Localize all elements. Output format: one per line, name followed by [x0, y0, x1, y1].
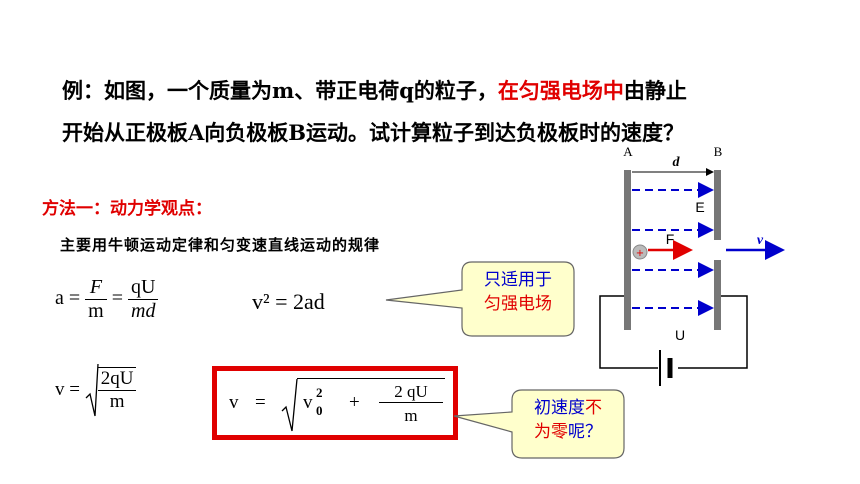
sqrt-body: 2qU m [97, 367, 137, 413]
callout-2-text-d: 呢？ [568, 422, 602, 442]
problem-line-2: 开始从正极板A向负极板B运动。试计算粒子到达负极板时的速度？ [62, 120, 685, 145]
v0-exponent: 2 [316, 385, 323, 400]
callout-2-line-2: 为零呢？ [514, 420, 622, 444]
callout-2-text-a: 初速度 [534, 398, 585, 418]
boxed-formula: v = v 2 0 + 2 qU m [212, 366, 458, 440]
callout-bubble-1 [385, 261, 575, 337]
sqrt-overline [297, 378, 445, 379]
plate-a [624, 170, 631, 330]
v0-subscript: 0 [316, 403, 323, 418]
v-squared-formula: v² = 2ad [252, 289, 325, 314]
sqrt-icon [85, 363, 99, 417]
callout-2-line-1: 初速度不 [514, 396, 622, 420]
eq-sign: = [111, 287, 123, 310]
boxed-frac-num: 2 qU [379, 382, 443, 403]
v-den: m [109, 391, 125, 412]
circuit-wires [599, 295, 748, 369]
boxed-v: v [229, 392, 239, 413]
charge-sign: + [636, 248, 644, 259]
callout-1-line-1: 只适用于 [484, 270, 552, 290]
velocity-label: v [757, 233, 764, 248]
fraction-f-over-m: F m [85, 276, 107, 323]
callout-2-text-c: 为零 [534, 422, 568, 442]
sqrt-icon [281, 378, 298, 432]
boxed-plus: + [349, 392, 360, 413]
field-label: E [695, 199, 704, 215]
callout-uniform-field: 只适用于 匀强电场 [462, 268, 574, 316]
boxed-v0: v [303, 392, 313, 413]
field-lines [632, 182, 714, 316]
force-label: F [666, 231, 675, 247]
charge-icon [632, 244, 648, 260]
problem-highlight: 在匀强电场中 [497, 78, 624, 103]
f1-den: m [88, 300, 104, 322]
a-lhs: a = [55, 287, 81, 310]
callout-initial-velocity: 初速度不 为零呢？ [514, 396, 622, 444]
fraction-2qu-over-m: 2qU m [97, 368, 137, 413]
problem-line-1-part2: 由静止 [623, 78, 687, 103]
method-description: 主要用牛顿运动定律和匀变速直线运动的规律 [60, 236, 381, 254]
boxed-frac-den: m [404, 406, 418, 425]
v-num: 2qU [97, 368, 137, 391]
problem-line-1-part1: 例：如图，一个质量为m、带正电荷q的粒子， [62, 78, 498, 103]
capacitor-diagram: + A B d E F v U [599, 144, 785, 386]
f2-num: qU [128, 276, 159, 300]
method-title: 方法一：动力学观点： [42, 199, 212, 219]
distance-label: d [673, 155, 681, 170]
acceleration-formula: a = F m = qU md [55, 276, 159, 323]
f2-den: md [131, 300, 156, 322]
callout-bubble-2 [453, 389, 625, 459]
plate-b-lower [714, 260, 721, 330]
boxed-eq: = [255, 392, 266, 413]
plate-a-label: A [623, 144, 633, 159]
v-lhs: v = [55, 379, 80, 400]
battery-icon [659, 350, 673, 386]
callout-2-text-b: 不 [585, 398, 602, 418]
problem-line-1: 例：如图，一个质量为m、带正电荷q的粒子，在匀强电场中由静止 [62, 78, 687, 104]
plate-b-upper [714, 170, 721, 240]
velocity-formula: v = 2qU m [55, 362, 137, 418]
f1-num: F [85, 276, 107, 300]
plate-b-label: B [714, 144, 723, 159]
callout-1-line-2: 匀强电场 [484, 294, 552, 314]
voltage-label: U [675, 327, 685, 343]
fraction-qu-over-md: qU md [128, 276, 159, 323]
